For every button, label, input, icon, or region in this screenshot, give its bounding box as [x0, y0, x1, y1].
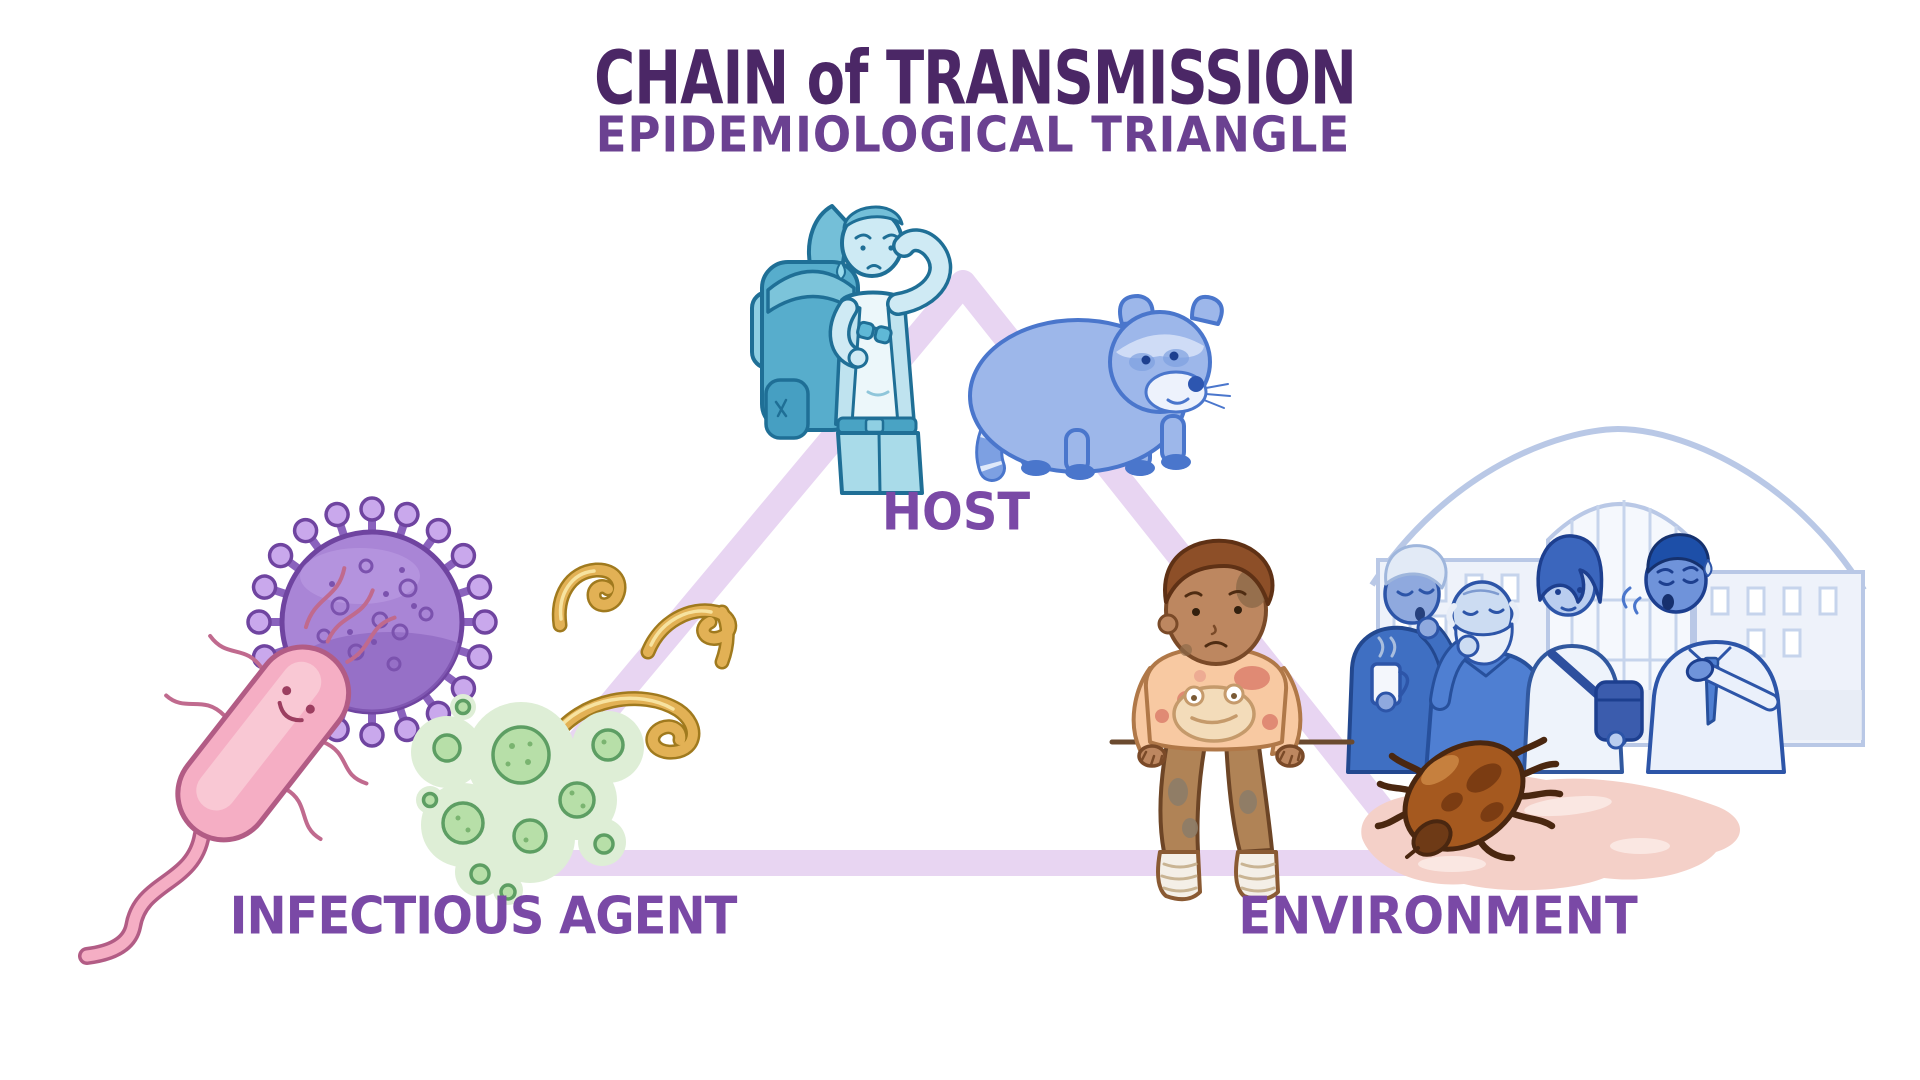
crowd-of-sick-people-icon — [1346, 533, 1786, 774]
infectious-agent-label: INFECTIOUS AGENT — [229, 886, 738, 947]
page-subtitle: EPIDEMIOLOGICAL TRIANGLE — [595, 106, 1351, 164]
parasitic-worms-icon — [544, 562, 738, 760]
mold-spores-icon — [411, 694, 644, 905]
child-with-rash-icon — [1109, 538, 1355, 902]
raccoon-icon — [968, 294, 1231, 482]
bacterium-icon — [78, 566, 397, 965]
environment-label: ENVIRONMENT — [1238, 886, 1638, 947]
host-label: HOST — [881, 482, 1031, 543]
tick-on-skin-icon — [1361, 736, 1740, 891]
sick-hiker-icon — [750, 204, 953, 495]
page-title: CHAIN of TRANSMISSION — [594, 36, 1357, 122]
